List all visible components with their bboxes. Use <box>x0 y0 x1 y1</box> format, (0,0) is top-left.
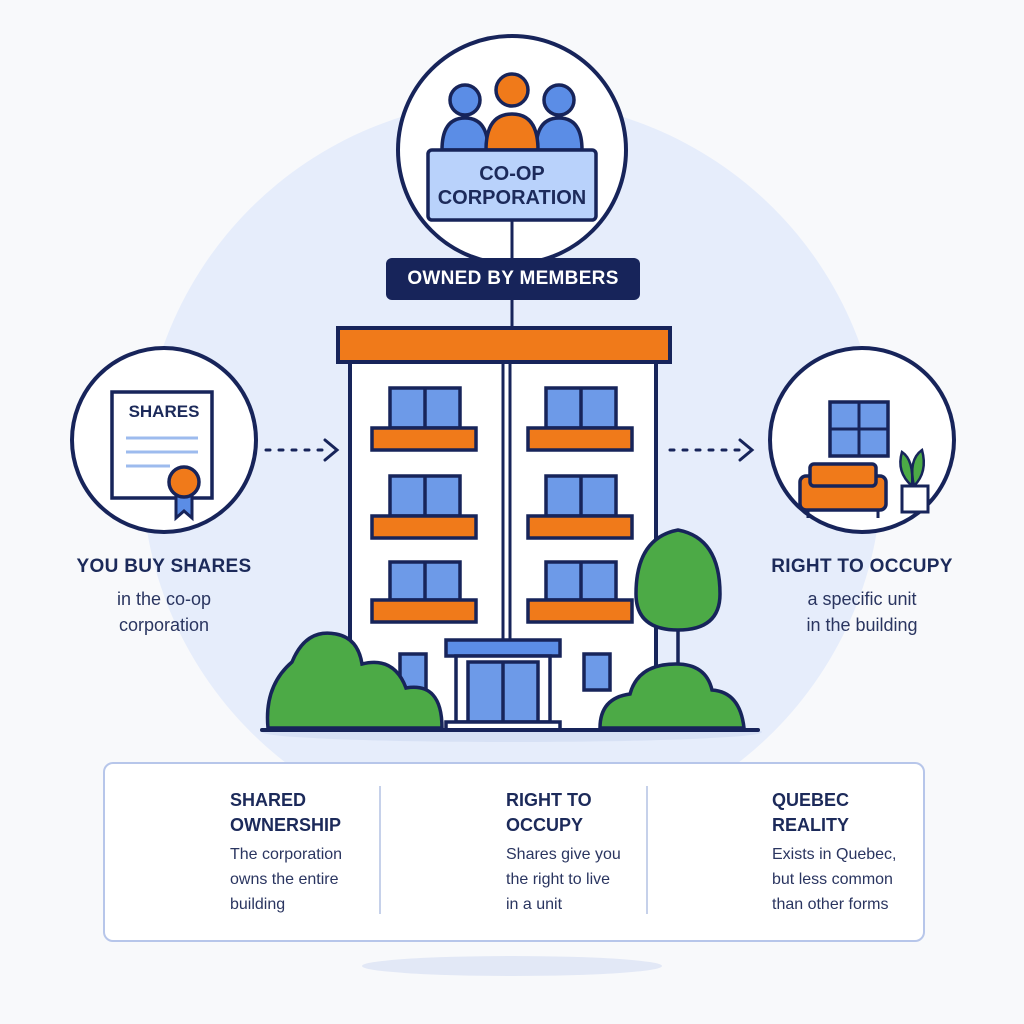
panel-divider-2 <box>646 786 648 914</box>
shared-ownership-title: SHARED OWNERSHIP <box>230 788 341 838</box>
coop-corporation-box: CO-OP CORPORATION <box>428 152 596 220</box>
summary-panel <box>103 762 925 942</box>
coop-line-2: CORPORATION <box>437 187 587 209</box>
buy-shares-line-1: in the co-op <box>116 589 212 609</box>
panel-divider-1 <box>379 786 381 914</box>
shares-document-label: SHARES <box>128 402 200 421</box>
quebec-reality-title: QUEBEC REALITY <box>772 788 849 838</box>
shared-ownership-desc-line-1: The corporation <box>230 846 343 863</box>
right-to-occupy-card-desc: Shares give you the right to live in a u… <box>506 842 621 917</box>
left-arrow-icon <box>264 438 340 462</box>
quebec-reality-desc-line-1: Exists in Quebec, <box>772 846 897 863</box>
quebec-reality-title-line-1: QUEBEC <box>772 790 850 810</box>
quebec-reality-desc-line-2: but less common <box>772 871 893 888</box>
building-entrance <box>444 638 562 732</box>
right-to-occupy-card-desc-line-2: the right to live <box>506 871 611 888</box>
right-to-occupy-line-1: a specific unit <box>807 589 917 609</box>
coop-line-1: CO-OP <box>479 163 545 185</box>
right-to-occupy-card-title: RIGHT TO OCCUPY <box>506 788 592 838</box>
right-to-occupy-line-2: in the building <box>806 615 918 635</box>
apartment-building <box>336 326 672 732</box>
quebec-reality-desc: Exists in Quebec, but less common than o… <box>772 842 897 917</box>
shared-ownership-desc-line-3: building <box>230 896 286 913</box>
right-to-occupy-card-title-line-2: OCCUPY <box>506 815 584 835</box>
right-to-occupy-title: RIGHT TO OCCUPY <box>771 556 953 577</box>
quebec-reality-desc-line-3: than other forms <box>772 896 889 913</box>
unit-interior-icon <box>768 346 956 534</box>
shared-ownership-title-line-1: SHARED <box>230 790 307 810</box>
owned-by-members-badge: OWNED BY MEMBERS <box>386 258 640 300</box>
panel-shadow <box>362 956 662 976</box>
buy-shares-title: YOU BUY SHARES <box>76 556 252 577</box>
quebec-reality-title-line-2: REALITY <box>772 815 850 835</box>
buy-shares-line-2: corporation <box>118 615 210 635</box>
tree-icon <box>634 528 722 720</box>
right-to-occupy-card-title-line-1: RIGHT TO <box>506 790 592 810</box>
right-arrow-icon <box>668 438 755 462</box>
shared-ownership-title-line-2: OWNERSHIP <box>230 815 342 835</box>
right-to-occupy-card-desc-line-1: Shares give you <box>506 846 621 863</box>
bushes <box>265 631 746 730</box>
shared-ownership-desc-line-2: owns the entire <box>230 871 339 888</box>
shares-certificate-icon <box>70 346 258 534</box>
coop-corporation-icon <box>396 34 628 266</box>
shared-ownership-desc: The corporation owns the entire building <box>230 842 342 917</box>
right-to-occupy-card-desc-line-3: in a unit <box>506 896 563 913</box>
